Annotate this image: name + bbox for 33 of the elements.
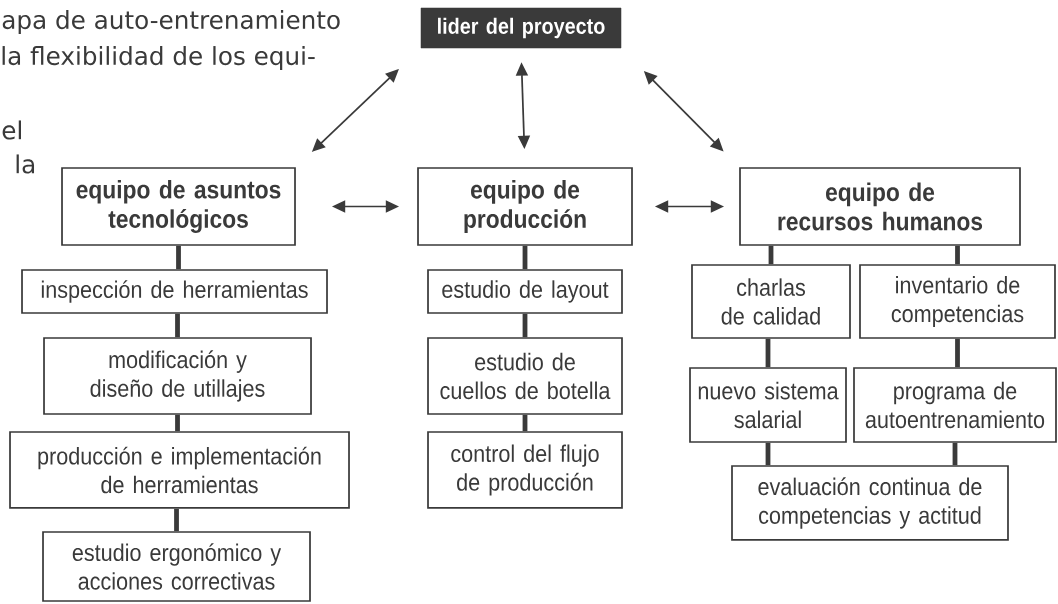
task-box: control del flujo de producción bbox=[427, 431, 623, 509]
connector-line bbox=[176, 245, 181, 270]
body-text: la bbox=[16, 154, 34, 174]
task-box: nuevo sistema salarial bbox=[689, 367, 847, 443]
leader-box: lider del proyecto bbox=[420, 7, 622, 49]
connector-line bbox=[765, 442, 771, 466]
connector-line bbox=[955, 245, 960, 265]
body-text: apa de auto-entrenamiento bbox=[2, 10, 340, 34]
task-box: estudio de cuellos de botella bbox=[427, 337, 623, 415]
connector-line bbox=[522, 313, 528, 338]
connector-line bbox=[174, 508, 179, 532]
connector-line bbox=[522, 414, 528, 432]
connector-line bbox=[955, 338, 960, 368]
connector-line bbox=[952, 442, 958, 466]
task-box: evaluación continua de competencias y actitud bbox=[731, 465, 1009, 541]
connector-line bbox=[175, 414, 180, 432]
task-box: modificación y diseño de utillajes bbox=[43, 337, 312, 415]
connector-line bbox=[768, 245, 774, 265]
task-box: inspección de herramientas bbox=[21, 269, 328, 314]
task-box: estudio de layout bbox=[427, 269, 623, 314]
task-box: producción e implementación de herramientas bbox=[9, 431, 350, 509]
team-box: equipo de recursos humanos bbox=[739, 167, 1021, 246]
team-box: equipo de asuntos tecnológicos bbox=[61, 167, 296, 246]
body-text: el bbox=[2, 120, 21, 140]
task-box: inventario de competencias bbox=[859, 264, 1056, 339]
task-box: estudio ergonómico y acciones correctivas bbox=[42, 531, 311, 602]
task-box: programa de autoentrenamiento bbox=[853, 367, 1057, 443]
connector-line bbox=[175, 313, 180, 338]
team-box: equipo de producción bbox=[417, 167, 633, 246]
body-text: la flexibilidad de los equi- bbox=[2, 46, 315, 70]
connector-line bbox=[765, 338, 771, 368]
task-box: charlas de calidad bbox=[691, 264, 851, 339]
connector-line bbox=[522, 245, 528, 270]
